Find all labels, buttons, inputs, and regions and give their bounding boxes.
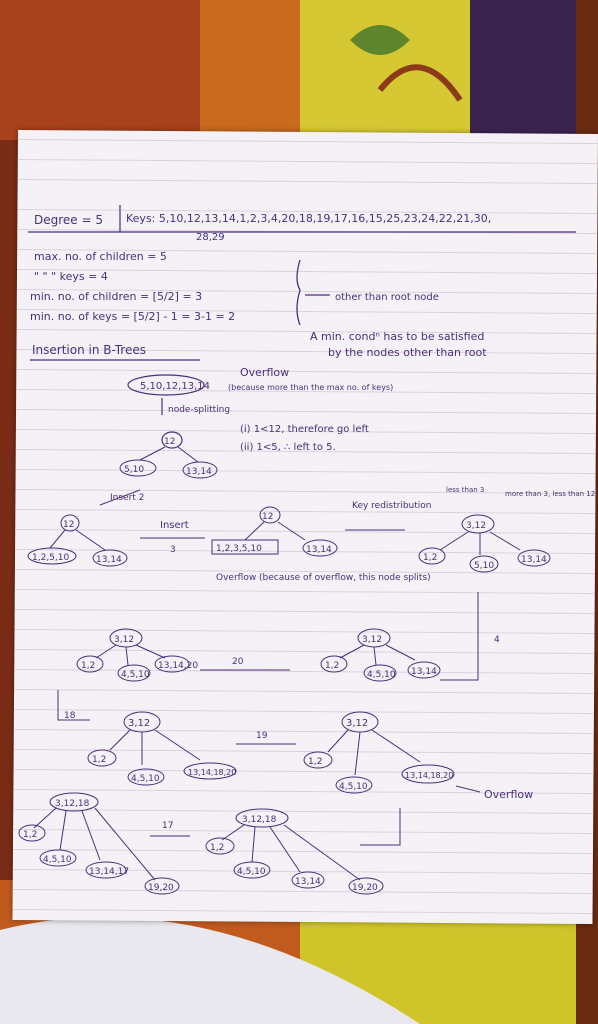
min-condition-note: A min. condⁿ has to be satisfied bbox=[310, 330, 484, 343]
node-13-14b: 13,14 bbox=[96, 555, 122, 565]
node-3-12e: 3,12 bbox=[346, 718, 368, 729]
overflow-3-label: Overflow bbox=[484, 788, 533, 801]
node-3-12: 3,12 bbox=[466, 521, 486, 531]
node-1-2e: 1,2 bbox=[325, 661, 339, 671]
min-condition-note-2: by the nodes other than root bbox=[328, 346, 487, 359]
node-3-12-18b: 3,12,18 bbox=[242, 815, 277, 825]
node-12: 12 bbox=[164, 437, 175, 447]
min-children-rule: min. no. of children = [5/2] = 3 bbox=[30, 290, 202, 303]
other-than-root-note: other than root node bbox=[335, 292, 439, 303]
max-keys-rule: " " " keys = 4 bbox=[34, 270, 108, 283]
node-13-14: 13,14 bbox=[186, 467, 212, 477]
overflow-reason: (because more than the max no. of keys) bbox=[228, 383, 393, 392]
min-keys-rule: min. no. of keys = [5/2] - 1 = 3-1 = 2 bbox=[30, 310, 235, 323]
node-12-top: 12 bbox=[262, 512, 273, 522]
node-4-5-10: 4,5,10 bbox=[121, 670, 150, 680]
node-1-2d: 1,2 bbox=[81, 661, 95, 671]
node-3-12b: 3,12 bbox=[114, 635, 134, 645]
less-than-note: less than 3 bbox=[446, 486, 484, 494]
node-1-2h: 1,2 bbox=[23, 830, 37, 840]
node-13-14-18-20b: 13,14,18,20 bbox=[405, 771, 453, 780]
arrow-4-label: 4 bbox=[494, 635, 500, 645]
node-13-14-20: 13,14,20 bbox=[158, 661, 198, 671]
node-12b: 12 bbox=[63, 520, 74, 530]
arrow-18-label: 18 bbox=[64, 711, 76, 721]
node-5-10b: 5,10 bbox=[474, 561, 494, 571]
degree-label: Degree = 5 bbox=[34, 213, 103, 227]
node-first: 5,10,12,13,14 bbox=[140, 381, 210, 392]
node-1-2g: 1,2 bbox=[308, 757, 322, 767]
arrow-19-label: 19 bbox=[256, 731, 268, 741]
node-19-20b: 19,20 bbox=[352, 883, 378, 893]
condition-1: (i) 1<12, therefore go left bbox=[240, 424, 369, 435]
node-13-14f: 13,14 bbox=[295, 877, 321, 887]
overflow-2-label: Overflow (because of overflow, this node… bbox=[216, 573, 431, 583]
insert-2-label: Insert 2 bbox=[110, 493, 144, 503]
arrow-17-label: 17 bbox=[162, 821, 173, 831]
node-4-5-10f: 4,5,10 bbox=[237, 867, 266, 877]
node-13-14c: 13,14 bbox=[306, 545, 332, 555]
insert-3-label: Insert bbox=[160, 520, 189, 531]
condition-2: (ii) 1<5, ∴ left to 5. bbox=[240, 442, 336, 453]
keys-list-continued: 28,29 bbox=[196, 232, 225, 243]
keys-list: Keys: 5,10,12,13,14,1,2,3,4,20,18,19,17,… bbox=[126, 212, 491, 225]
node-3-12c: 3,12 bbox=[362, 635, 382, 645]
node-splitting-label: node-splitting bbox=[168, 405, 230, 415]
node-4-5-10b: 4,5,10 bbox=[367, 670, 396, 680]
max-children-rule: max. no. of children = 5 bbox=[34, 250, 167, 263]
node-1-2i: 1,2 bbox=[210, 843, 224, 853]
node-13-14-18-20: 13,14,18,20 bbox=[188, 768, 236, 777]
node-1-2-5-10: 1,2,5,10 bbox=[32, 553, 69, 563]
node-1-2f: 1,2 bbox=[92, 755, 106, 765]
handwritten-notes: Degree = 5 Keys: 5,10,12,13,14,1,2,3,4,2… bbox=[18, 205, 595, 895]
node-19-20: 19,20 bbox=[148, 883, 174, 893]
more-than-note: more than 3, less than 12 bbox=[505, 490, 595, 498]
node-4-5-10c: 4,5,10 bbox=[131, 774, 160, 784]
node-13-14e: 13,14 bbox=[411, 667, 437, 677]
node-3-12-18: 3,12,18 bbox=[55, 799, 90, 809]
overflow-label: Overflow bbox=[240, 366, 289, 379]
node-5-10: 5,10 bbox=[124, 465, 144, 475]
node-13-14d: 13,14 bbox=[521, 555, 547, 565]
key-redistribution-label: Key redistribution bbox=[352, 501, 432, 511]
node-4-5-10e: 4,5,10 bbox=[43, 855, 72, 865]
arrow-20-label: 20 bbox=[232, 657, 244, 667]
node-13-14-17: 13,14,17 bbox=[89, 867, 129, 877]
section-title: Insertion in B-Trees bbox=[32, 343, 146, 357]
node-1-2c: 1,2 bbox=[423, 553, 437, 563]
insert-3-num: 3 bbox=[170, 545, 176, 555]
node-3-12d: 3,12 bbox=[128, 718, 150, 729]
node-4-5-10d: 4,5,10 bbox=[339, 782, 368, 792]
node-1-2-3-5-10: 1,2,3,5,10 bbox=[216, 544, 262, 554]
